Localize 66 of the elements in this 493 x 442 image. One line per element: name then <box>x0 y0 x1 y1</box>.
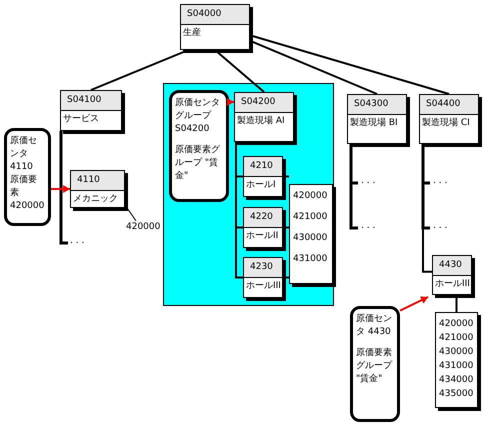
cost-element-list <box>435 312 478 408</box>
unit-name: ホールIII <box>245 280 282 293</box>
org-unit-box <box>419 94 479 144</box>
cost-element-code: 420000 <box>439 318 474 331</box>
cost-element-code: 434000 <box>439 374 474 387</box>
cost-element-code: 430000 <box>439 346 474 359</box>
unit-code: 4210 <box>244 157 282 177</box>
note-text: 原価センタ 4430 <box>356 313 393 339</box>
cost-element-code: 435000 <box>439 388 474 401</box>
unit-code: S04100 <box>61 91 121 111</box>
org-unit-box <box>234 92 294 142</box>
ellipsis-text: . . . <box>433 176 448 186</box>
note-box <box>4 128 51 226</box>
org-unit-box <box>180 4 250 50</box>
unit-code: 4430 <box>433 256 471 276</box>
ellipsis-text: . . . <box>433 221 448 231</box>
org-unit-box <box>432 255 472 295</box>
note-text: 原価要素 420000 <box>10 174 45 213</box>
unit-name: ホールII <box>245 230 280 243</box>
cost-element-code: 420000 <box>293 190 328 203</box>
unit-code: S04300 <box>348 95 406 115</box>
note-text: 原価要素グループ "賃金" <box>175 144 221 183</box>
unit-name: サービス <box>62 112 100 126</box>
unit-code: 4230 <box>244 258 282 278</box>
connector-line <box>283 276 289 278</box>
unit-name: 製造現場 AI <box>236 114 286 128</box>
note-text: 原価センタグループ S04200 <box>175 97 221 136</box>
unit-code: S04200 <box>235 93 293 113</box>
arrow <box>400 296 428 312</box>
cost-element-code: 431000 <box>439 360 474 373</box>
cost-element-code: 430000 <box>293 232 328 245</box>
unit-name: ホールIII <box>434 278 471 291</box>
cost-element-code: 431000 <box>293 253 328 266</box>
arrow <box>227 98 234 106</box>
cost-element-code: 421000 <box>293 211 328 224</box>
org-unit-box <box>243 156 283 197</box>
unit-code: S04000 <box>181 5 249 25</box>
org-unit-box <box>243 257 283 298</box>
highlight-area <box>163 83 334 306</box>
org-unit-box <box>60 90 122 131</box>
org-unit-box <box>347 94 407 144</box>
unit-code: 4110 <box>71 171 124 191</box>
unit-name: メカニック <box>72 193 119 206</box>
unit-name: ホールI <box>245 179 277 192</box>
cost-element-code: 420000 <box>126 222 160 232</box>
connector-line <box>456 295 458 312</box>
unit-name: 生産 <box>182 26 202 40</box>
note-box <box>350 306 400 422</box>
org-unit-box <box>70 170 125 208</box>
connector-line <box>283 226 289 228</box>
org-unit-box <box>243 207 283 248</box>
unit-code: S04400 <box>420 95 478 115</box>
unit-name: 製造現場 CI <box>421 116 471 130</box>
cost-element-list <box>289 184 333 284</box>
ellipsis-text: . . . <box>361 176 376 186</box>
ellipsis-text: . . . <box>70 236 84 246</box>
ellipsis-text: . . . <box>361 221 376 231</box>
unit-code: 4220 <box>244 208 282 228</box>
note-text: 原価要素グループ "賃金" <box>356 347 394 386</box>
connector-line <box>235 142 243 278</box>
arrow <box>51 185 70 193</box>
connector-line <box>283 176 289 178</box>
note-text: 原価センタ 4110 <box>10 135 38 174</box>
cost-element-code: 421000 <box>439 332 474 345</box>
unit-name: 製造現場 BI <box>349 116 399 130</box>
note-box <box>169 90 229 202</box>
